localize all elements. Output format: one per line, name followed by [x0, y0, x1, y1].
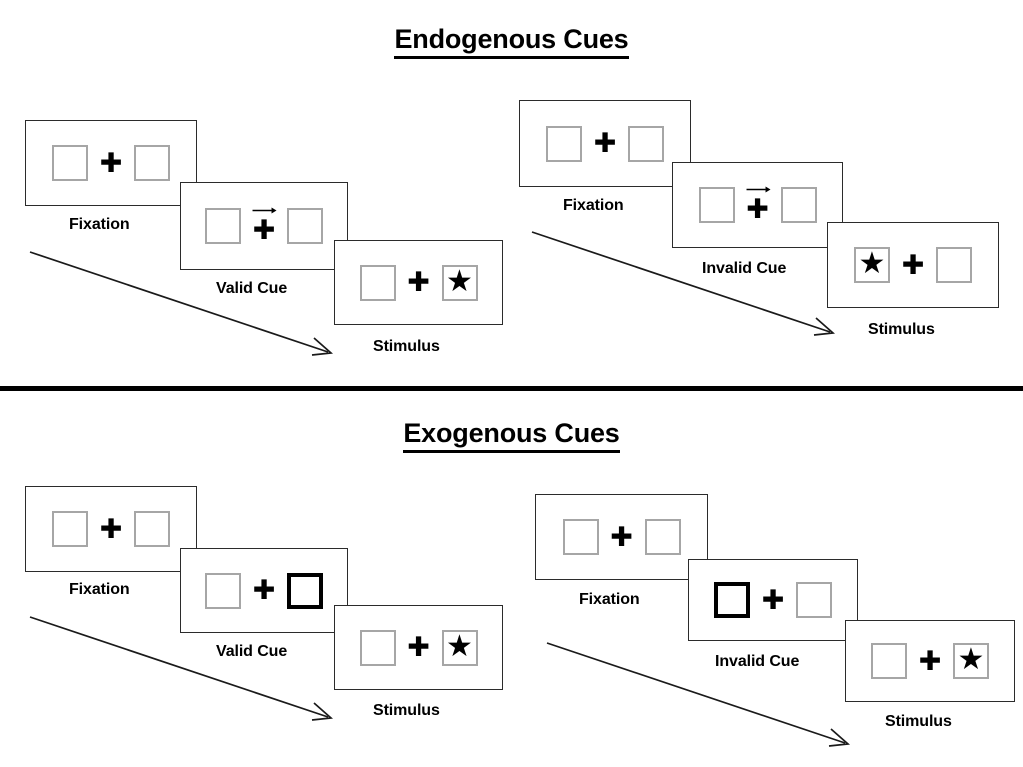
right-box: [134, 145, 170, 181]
left-box: [698, 187, 735, 223]
caption-endogenous-invalid-cue: Invalid Cue: [702, 260, 787, 277]
fixation-cross-icon: ✚: [918, 645, 942, 677]
left-box: [359, 629, 396, 666]
fixation-cross-icon: ✚: [901, 249, 925, 281]
page-title-exogenous: Exogenous Cues: [0, 418, 1023, 453]
fixation-cross-icon: ✚: [761, 584, 785, 616]
right-box: [628, 125, 664, 162]
flow-arrow-exogenous-valid: [29, 616, 334, 721]
panel-endogenous-valid-fixation[interactable]: ✚: [25, 120, 197, 206]
left-box: [359, 264, 396, 301]
fixation-cross-icon: ✚: [610, 521, 633, 553]
left-box: [546, 125, 582, 162]
right-box: [796, 582, 832, 618]
left-box: [52, 511, 88, 547]
fixation-cross-icon: ✚: [407, 267, 430, 298]
section-divider: [0, 386, 1023, 391]
right-box-with-target: ★: [441, 629, 478, 666]
fixation-cross-icon: ✚: [593, 128, 617, 159]
fixation-cross-cluster: ✚: [599, 515, 645, 559]
arrow-right-icon: [746, 186, 771, 193]
fixation-cross-icon: ✚: [99, 513, 123, 545]
right-box: [780, 187, 817, 223]
page-title-endogenous: Endogenous Cues: [0, 24, 1023, 59]
right-box: [287, 208, 323, 244]
endogenous-title-text: Endogenous Cues: [394, 24, 629, 59]
fixation-cross-icon: ✚: [99, 147, 123, 179]
cue-cluster: ✚: [241, 204, 287, 248]
right-box: [644, 519, 681, 555]
star-icon: ★: [446, 629, 473, 663]
caption-exogenous-valid-cue: Valid Cue: [216, 643, 288, 660]
caption-exogenous-invalid-stimulus: Stimulus: [885, 713, 952, 730]
star-icon: ★: [446, 264, 473, 298]
right-box: [134, 511, 170, 547]
right-box-with-target: ★: [441, 264, 478, 301]
caption-endogenous-valid-stimulus: Stimulus: [373, 338, 440, 355]
caption-endogenous-invalid-stimulus: Stimulus: [868, 321, 935, 338]
panel-endogenous-invalid-stimulus[interactable]: ★ ✚: [827, 222, 999, 308]
left-box: [205, 208, 241, 244]
panel-endogenous-invalid-fixation[interactable]: ✚: [519, 100, 691, 187]
flow-arrow-endogenous-valid: [29, 251, 334, 356]
panel-exogenous-invalid-stimulus[interactable]: ✚ ★: [845, 620, 1015, 702]
panel-exogenous-valid-fixation[interactable]: ✚: [25, 486, 197, 572]
caption-exogenous-valid-stimulus: Stimulus: [373, 702, 440, 719]
right-box-with-target: ★: [953, 643, 989, 679]
cue-cluster: ✚: [735, 183, 781, 227]
fixation-cross-cluster: ✚: [241, 569, 287, 613]
panel-endogenous-valid-stimulus[interactable]: ✚ ★: [334, 240, 503, 325]
left-box-with-target: ★: [854, 247, 890, 283]
right-box: [936, 247, 972, 283]
flow-arrow-endogenous-invalid: [531, 231, 836, 336]
panel-exogenous-valid-cue[interactable]: ✚: [180, 548, 348, 633]
panel-endogenous-valid-cue[interactable]: ✚: [180, 182, 348, 270]
fixation-cross-icon: ✚: [252, 215, 276, 246]
caption-exogenous-invalid-cue: Invalid Cue: [715, 653, 800, 670]
fixation-cross-cluster: ✚: [890, 243, 936, 287]
fixation-cross-cluster: ✚: [396, 261, 442, 305]
star-icon: ★: [858, 247, 886, 280]
fixation-cross-cluster: ✚: [907, 639, 953, 683]
fixation-cross-cluster: ✚: [88, 507, 134, 551]
panel-exogenous-invalid-cue[interactable]: ✚: [688, 559, 858, 641]
flow-arrow-exogenous-invalid: [546, 642, 851, 747]
caption-endogenous-valid-cue: Valid Cue: [216, 280, 288, 297]
panel-exogenous-invalid-fixation[interactable]: ✚: [535, 494, 708, 580]
caption-exogenous-valid-fixation: Fixation: [69, 581, 130, 598]
fixation-cross-cluster: ✚: [88, 141, 134, 185]
fixation-cross-icon: ✚: [407, 632, 430, 663]
panel-exogenous-valid-stimulus[interactable]: ✚ ★: [334, 605, 503, 690]
right-box-cued: [287, 572, 323, 609]
left-box: [871, 643, 907, 679]
left-box: [52, 145, 88, 181]
star-icon: ★: [957, 643, 985, 676]
fixation-cross-cluster: ✚: [750, 578, 796, 622]
fixation-cross-cluster: ✚: [582, 122, 628, 166]
exogenous-title-text: Exogenous Cues: [403, 418, 620, 453]
left-box-cued: [714, 582, 750, 618]
panel-endogenous-invalid-cue[interactable]: ✚: [672, 162, 843, 248]
fixation-cross-icon: ✚: [746, 194, 769, 225]
left-box: [205, 572, 241, 609]
fixation-cross-cluster: ✚: [396, 626, 442, 670]
caption-endogenous-valid-fixation: Fixation: [69, 216, 130, 233]
arrow-right-icon: [252, 207, 277, 214]
caption-exogenous-invalid-fixation: Fixation: [579, 591, 640, 608]
caption-endogenous-invalid-fixation: Fixation: [563, 197, 624, 214]
left-box: [562, 519, 599, 555]
fixation-cross-icon: ✚: [252, 575, 276, 606]
